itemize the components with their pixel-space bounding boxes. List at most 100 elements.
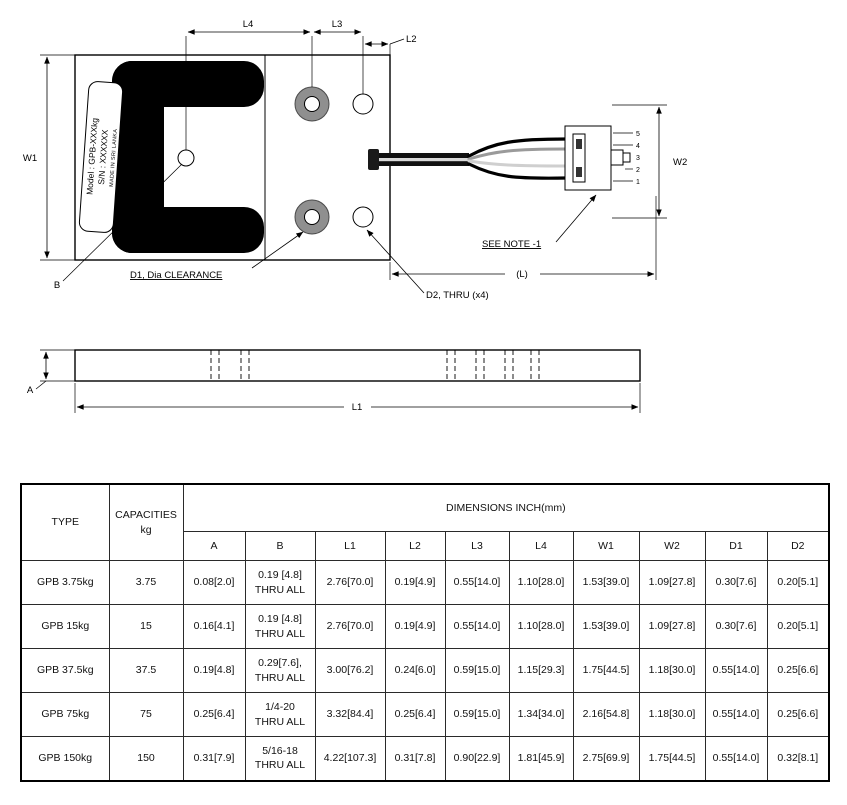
col-header-a: A <box>182 531 246 561</box>
cell-dimension: 1.09[27.8] <box>638 604 706 649</box>
cell-dimension: 0.24[6.0] <box>384 648 446 693</box>
cell-dimension: 2.76[70.0] <box>314 560 386 605</box>
col-header-d2: D2 <box>766 531 830 561</box>
cell-dimension: 1.10[28.0] <box>508 604 574 649</box>
technical-drawing: Model : GPB-XXXkg S/N : XXXXXX MADE IN S… <box>23 19 687 413</box>
plate-serial-text: S/N : XXXXXX <box>96 129 110 185</box>
cell-dimension: 0.55[14.0] <box>444 604 510 649</box>
cell-dimension: 0.19[4.8] <box>182 648 246 693</box>
col-header-w1: W1 <box>572 531 640 561</box>
cell-dimension: 0.19[4.9] <box>384 560 446 605</box>
callout-d2: D2, THRU (x4) <box>366 229 489 301</box>
cell-dimension: 0.32[8.1] <box>766 736 830 781</box>
dim-l3-label: L3 <box>332 19 343 30</box>
cell-dimension: 1.53[39.0] <box>572 604 640 649</box>
cell-capacity: 37.5 <box>108 648 184 693</box>
pin-number-5: 5 <box>636 131 640 138</box>
cell-dimension: 0.55[14.0] <box>704 736 768 781</box>
pin-number-2: 2 <box>636 167 640 174</box>
cell-dimension: 1.18[30.0] <box>638 692 706 737</box>
callout-d1: D1, Dia CLEARANCE <box>130 231 304 281</box>
cell-dimension: 0.55[14.0] <box>704 692 768 737</box>
cell-dimension: 1.18[30.0] <box>638 648 706 693</box>
see-note-label: SEE NOTE -1 <box>482 239 541 250</box>
d2-thru-holes <box>352 93 374 228</box>
dim-a-label: A <box>27 385 34 396</box>
callout-d1-label: D1, Dia CLEARANCE <box>130 270 222 281</box>
pin-number-4: 4 <box>636 143 640 150</box>
callout-see-note: SEE NOTE -1 <box>482 194 597 250</box>
cable <box>368 137 568 180</box>
cell-dimension: 1.81[45.9] <box>508 736 574 781</box>
cell-dimension: 1.09[27.8] <box>638 560 706 605</box>
cell-dimension: 5/16-18 THRU ALL <box>244 736 316 781</box>
dim-l4-label: L4 <box>243 19 254 30</box>
cell-dimension: 1.75[44.5] <box>572 648 640 693</box>
col-header-l2: L2 <box>384 531 446 561</box>
cell-dimension: 3.32[84.4] <box>314 692 386 737</box>
cell-type: GPB 150kg <box>20 736 110 781</box>
cell-dimension: 1/4-20 THRU ALL <box>244 692 316 737</box>
callout-d2-label: D2, THRU (x4) <box>426 290 489 301</box>
connector-pin-body <box>610 149 624 166</box>
side-view-outline <box>74 349 641 382</box>
cell-dimension: 2.75[69.9] <box>572 736 640 781</box>
pin-number-1: 1 <box>636 179 640 186</box>
cell-dimension: 4.22[107.3] <box>314 736 386 781</box>
cell-capacity: 15 <box>108 604 184 649</box>
cell-capacity: 150 <box>108 736 184 781</box>
side-view: A L1 <box>27 349 641 413</box>
cell-type: GPB 75kg <box>20 692 110 737</box>
dimensions-table: TYPE CAPACITIES kg DIMENSIONS INCH(mm) A… <box>20 483 831 782</box>
cell-dimension: 0.30[7.6] <box>704 560 768 605</box>
cell-dimension: 1.53[39.0] <box>572 560 640 605</box>
cell-dimension: 2.16[54.8] <box>572 692 640 737</box>
connector-housing <box>564 125 612 191</box>
dim-w1-label: W1 <box>23 153 37 164</box>
top-view: Model : GPB-XXXkg S/N : XXXXXX MADE IN S… <box>23 19 687 301</box>
dim-w1: W1 <box>23 54 75 261</box>
dim-w2: W2 <box>612 104 687 219</box>
col-header-b: B <box>244 531 316 561</box>
hidden-hole-lines <box>210 350 540 381</box>
cell-dimension: 1.75[44.5] <box>638 736 706 781</box>
col-header-type: TYPE <box>20 483 110 561</box>
cell-dimension: 1.15[29.3] <box>508 648 574 693</box>
col-header-l3: L3 <box>444 531 510 561</box>
cell-capacity: 3.75 <box>108 560 184 605</box>
cell-dimension: 2.76[70.0] <box>314 604 386 649</box>
cell-dimension: 0.55[14.0] <box>704 648 768 693</box>
col-header-dimensions: DIMENSIONS INCH(mm) <box>182 483 830 532</box>
cell-dimension: 0.25[6.4] <box>384 692 446 737</box>
hole-b <box>177 149 195 167</box>
cell-dimension: 0.59[15.0] <box>444 648 510 693</box>
cell-dimension: 0.19[4.9] <box>384 604 446 649</box>
cell-dimension: 0.59[15.0] <box>444 692 510 737</box>
dim-l3: L3 <box>313 19 364 94</box>
cell-dimension: 0.16[4.1] <box>182 604 246 649</box>
cell-dimension: 0.90[22.9] <box>444 736 510 781</box>
cell-dimension: 0.20[5.1] <box>766 604 830 649</box>
col-header-capacities: CAPACITIES kg <box>108 483 184 561</box>
cell-dimension: 0.25[6.4] <box>182 692 246 737</box>
col-header-l1: L1 <box>314 531 386 561</box>
d1-clearance-holes <box>294 86 330 235</box>
cell-dimension: 0.25[6.6] <box>766 648 830 693</box>
cell-type: GPB 37.5kg <box>20 648 110 693</box>
dim-l-label: (L) <box>516 269 528 280</box>
dim-l1: L1 <box>74 383 641 413</box>
cell-dimension: 3.00[76.2] <box>314 648 386 693</box>
cell-dimension: 0.55[14.0] <box>444 560 510 605</box>
label-plate: Model : GPB-XXXkg S/N : XXXXXX MADE IN S… <box>78 81 124 233</box>
callout-b-label: B <box>54 280 60 291</box>
callout-b: B <box>54 163 183 291</box>
cell-dimension: 0.19 [4.8] THRU ALL <box>244 560 316 605</box>
connector-pin-tip <box>622 152 631 163</box>
